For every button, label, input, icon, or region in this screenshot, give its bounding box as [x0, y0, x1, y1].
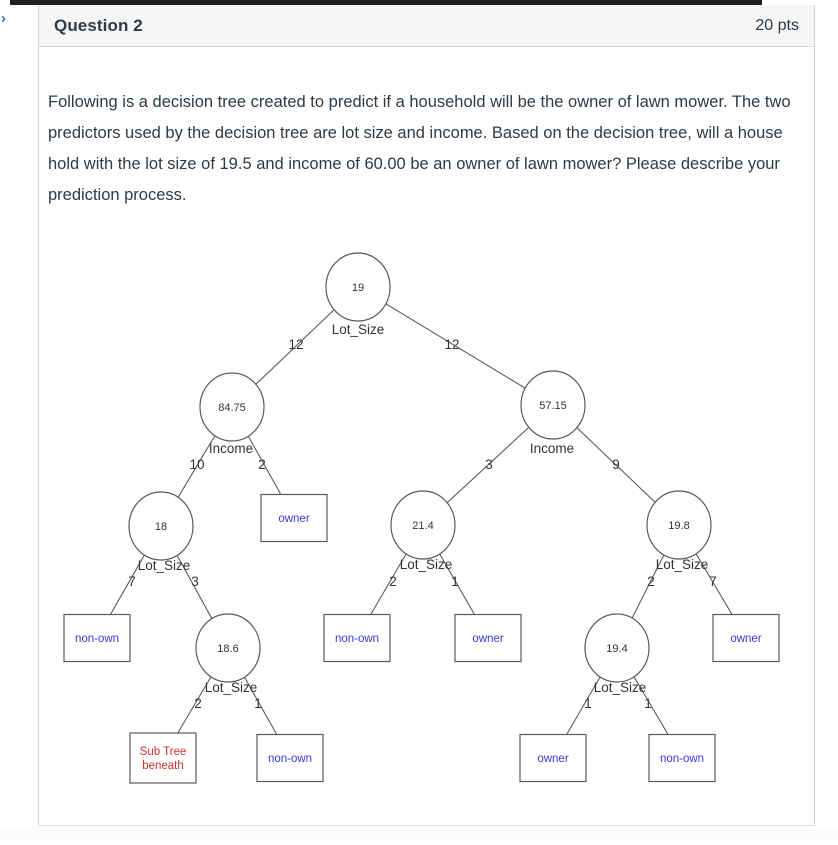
question-points: 20 pts	[755, 16, 799, 34]
sidebar-collapse-chevron-icon[interactable]: ›	[1, 10, 6, 27]
question-header: Question 2 20 pts	[39, 5, 814, 47]
question-body: Following is a decision tree created to …	[39, 47, 814, 825]
question-card: Question 2 20 pts Following is a decisio…	[38, 5, 815, 826]
bottom-strip	[0, 826, 838, 840]
question-text: Following is a decision tree created to …	[48, 93, 791, 204]
top-dark-bar	[10, 0, 762, 5]
question-title: Question 2	[54, 15, 143, 35]
